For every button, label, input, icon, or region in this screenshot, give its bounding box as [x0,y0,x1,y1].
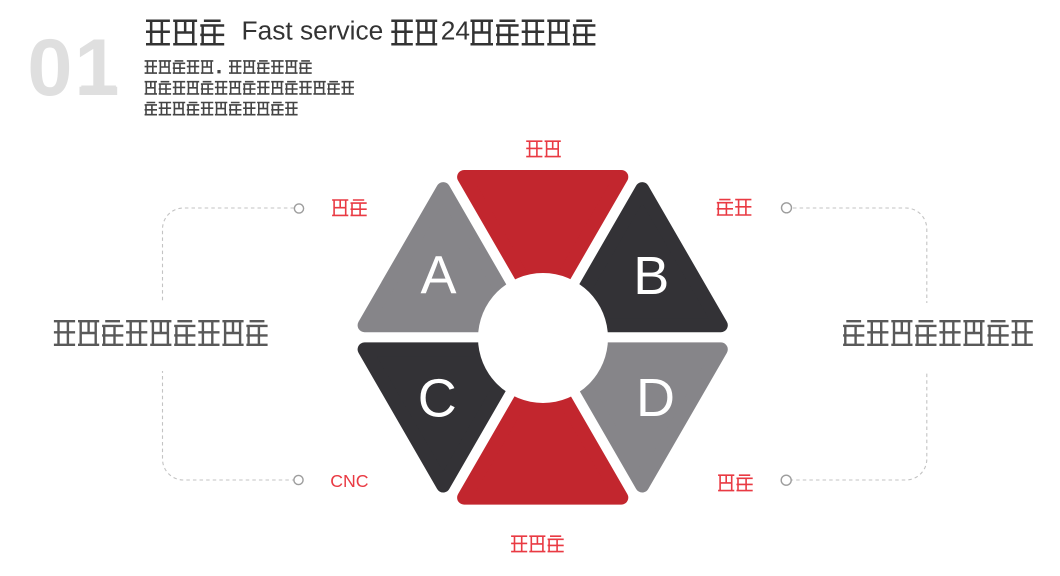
svg-text:C: C [418,369,457,429]
svg-text:B: B [633,246,669,306]
svg-text:0: 0 [27,23,72,113]
svg-text:D: D [636,368,675,428]
svg-text:1: 1 [74,23,119,113]
svg-text:CNC: CNC [330,471,369,491]
svg-text:Fast service: Fast service [242,15,384,45]
svg-text:24: 24 [441,15,470,45]
svg-text:A: A [420,246,456,306]
